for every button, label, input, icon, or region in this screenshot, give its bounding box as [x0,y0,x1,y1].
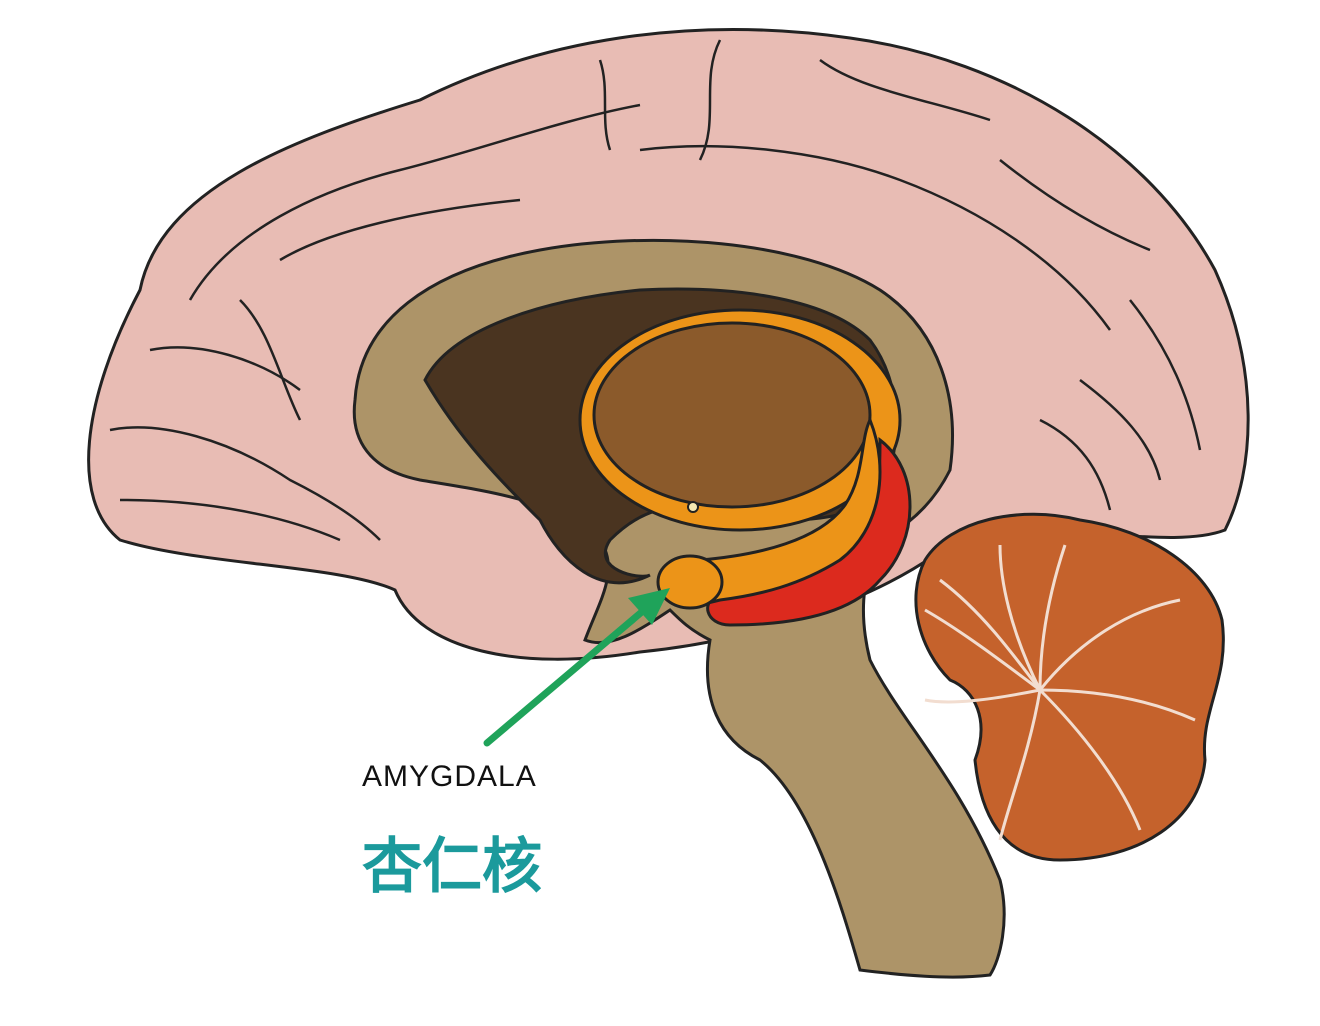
cerebellum [914,512,1225,862]
arbor-vitae [924,544,1196,841]
small-nucleus [687,501,699,513]
thalamus [592,321,872,509]
pointer-arrow [483,588,670,747]
gyri-lines [109,39,1202,542]
amygdala [656,554,724,610]
amygdala-label-english: AMYGDALA [362,760,537,793]
amygdala-label-chinese: 杏仁核 [362,832,542,902]
